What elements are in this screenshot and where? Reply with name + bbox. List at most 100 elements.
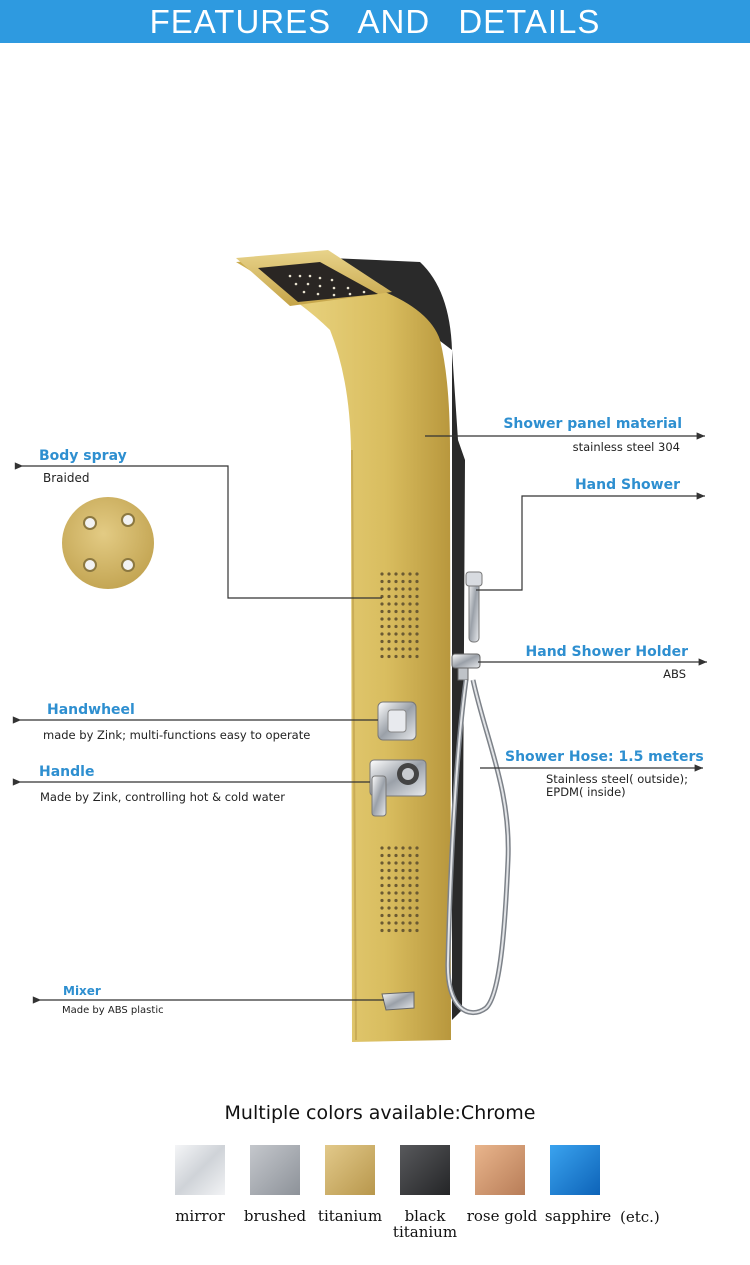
jet-dot [394, 579, 398, 584]
handle-lever [369, 759, 427, 817]
jet-dot [394, 846, 398, 850]
jet-dot [415, 579, 419, 584]
jet-dot [415, 906, 419, 910]
jet-dot [415, 853, 419, 858]
jet-dot [394, 587, 398, 591]
jet-dot [387, 594, 391, 599]
jet-dot [415, 898, 419, 903]
handwheel-knob [377, 701, 417, 741]
jet-dot [387, 647, 391, 651]
jet-dot [380, 654, 384, 659]
jet-dot [401, 861, 405, 865]
jet-dot [401, 617, 405, 621]
jet-dot [380, 913, 384, 918]
jet-dot [408, 579, 412, 584]
jet-dot [401, 868, 405, 873]
jet-dot [415, 654, 419, 659]
jet-dot [380, 602, 384, 606]
jet-dot [401, 609, 405, 614]
holder-title: Hand Shower Holder [525, 644, 688, 660]
jet-dot [387, 579, 391, 584]
jet-dot [394, 928, 398, 933]
body-spray-detail [62, 497, 154, 589]
jet-dot [387, 572, 391, 576]
jet-dot [394, 594, 398, 599]
swatch-rose-gold [475, 1145, 525, 1195]
jet-dot [380, 928, 384, 933]
hand-shower [465, 571, 483, 643]
jet-dot [408, 868, 412, 873]
jet-dot [401, 587, 405, 591]
jet-dot [415, 587, 419, 591]
jet-dot [380, 883, 384, 888]
jet-dot [387, 632, 391, 636]
jet-dot [408, 639, 412, 644]
handle-title: Handle [39, 764, 95, 780]
jet-dot [401, 602, 405, 606]
jet-dot [408, 853, 412, 858]
body-spray-jets-upper [380, 572, 419, 659]
jet-dot [380, 632, 384, 636]
jet-dot [415, 883, 419, 888]
jet-dot [380, 587, 384, 591]
jet-dot [401, 876, 405, 880]
jet-dot [380, 861, 384, 865]
swatch-label-brushed: brushed [243, 1207, 307, 1225]
jet-dot [401, 846, 405, 850]
jet-dot [394, 639, 398, 644]
jet-dot [408, 921, 412, 925]
jet-dot [401, 883, 405, 888]
handwheel-desc: made by Zink; multi-functions easy to op… [43, 728, 311, 742]
mixer-spout [381, 991, 415, 1011]
hose-title: Shower Hose: 1.5 meters [505, 749, 704, 765]
jet-dot [401, 898, 405, 903]
jet-dot [415, 594, 419, 599]
swatch-brushed [250, 1145, 300, 1195]
jet-dot [380, 891, 384, 895]
jet-dot [387, 906, 391, 910]
page-title: FEATURES AND DETAILS [149, 3, 601, 40]
hose-desc-2: EPDM( inside) [546, 785, 626, 799]
jet-dot [408, 624, 412, 629]
jet-dot [387, 639, 391, 644]
swatch-label-sapphire: sapphire [544, 1207, 612, 1225]
jet-dot [408, 632, 412, 636]
jet-dot [415, 602, 419, 606]
panel-material-title: Shower panel material [503, 416, 682, 432]
jet-dot [394, 853, 398, 858]
jet-dot [408, 572, 412, 576]
jet-dot [394, 906, 398, 910]
jet-dot [394, 617, 398, 621]
jet-dot [401, 572, 405, 576]
jet-dot [401, 913, 405, 918]
jet-dot [415, 868, 419, 873]
jet-dot [380, 624, 384, 629]
colors-title: Multiple colors available:Chrome [224, 1102, 536, 1124]
jet-dot [394, 876, 398, 880]
jet-dot [401, 891, 405, 895]
jet-dot [401, 654, 405, 659]
jet-dot [387, 861, 391, 865]
panel-material-desc: stainless steel 304 [572, 440, 680, 454]
jet-dot [387, 898, 391, 903]
handwheel-title: Handwheel [47, 702, 135, 718]
jet-dot [401, 647, 405, 651]
jet-dot [394, 891, 398, 895]
body-spray-desc: Braided [43, 471, 90, 485]
jet-dot [380, 906, 384, 910]
jet-dot [415, 891, 419, 895]
jet-dot [387, 654, 391, 659]
handle-desc: Made by Zink, controlling hot & cold wat… [40, 790, 285, 804]
jet-dot [387, 883, 391, 888]
jet-dot [387, 913, 391, 918]
mixer-title: Mixer [63, 984, 101, 998]
jet-dot [401, 639, 405, 644]
jet-dot [401, 579, 405, 584]
jet-dot [387, 617, 391, 621]
jet-dot [387, 891, 391, 895]
jet-dot [394, 647, 398, 651]
jet-dot [408, 647, 412, 651]
jet-dot [380, 609, 384, 614]
jet-dot [408, 846, 412, 850]
jet-dot [380, 579, 384, 584]
